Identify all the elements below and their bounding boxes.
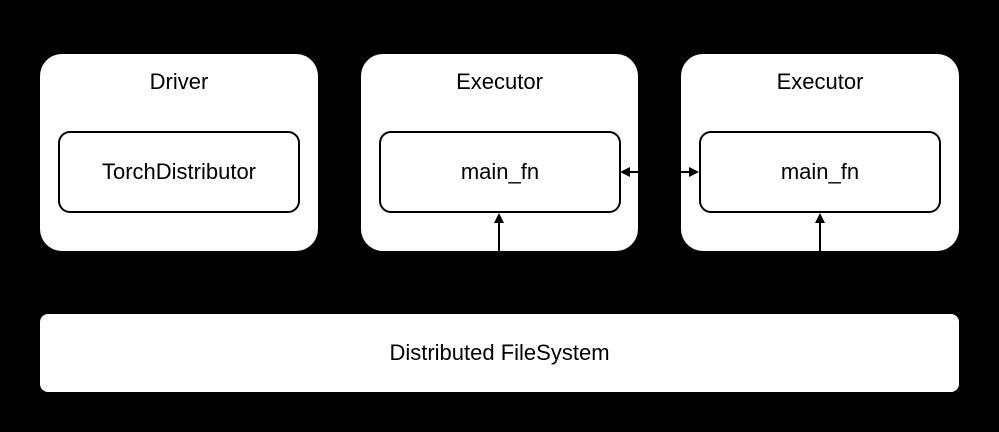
main-fn-box-2: main_fn: [699, 131, 941, 213]
main-fn-label-2: main_fn: [780, 159, 860, 184]
main-fn-box-1: main_fn: [379, 131, 621, 213]
driver-node: Driver TorchDistributor: [40, 54, 318, 251]
distributed-filesystem-label: Distributed FileSystem: [389, 340, 610, 365]
executor-node-1: Executor main_fn: [361, 54, 638, 251]
executor-title-1: Executor: [456, 69, 543, 94]
distributed-filesystem-box: Distributed FileSystem: [40, 314, 959, 392]
executor-node-2: Executor main_fn: [681, 54, 959, 251]
driver-title: Driver: [149, 69, 209, 94]
executor-title-2: Executor: [776, 69, 864, 94]
torch-distributor-label: TorchDistributor: [101, 159, 257, 184]
main-fn-label-1: main_fn: [460, 159, 540, 184]
torch-distributor-box: TorchDistributor: [58, 131, 300, 213]
